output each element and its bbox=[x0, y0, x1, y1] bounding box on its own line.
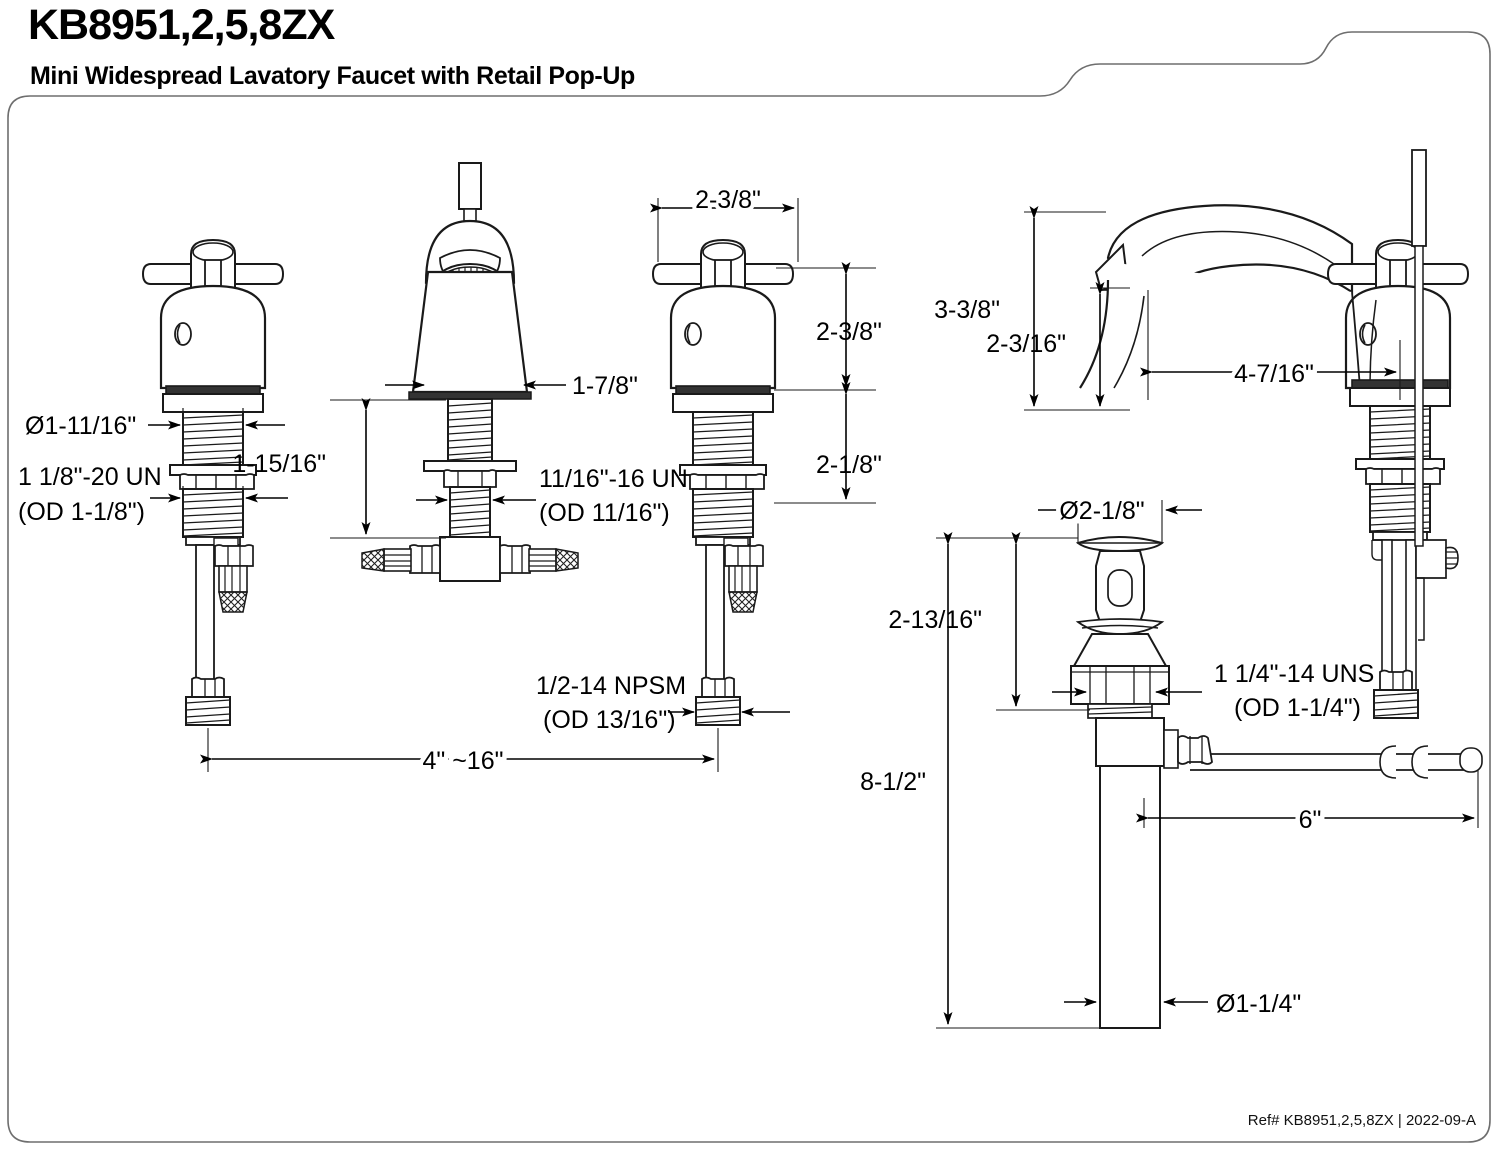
dim-spout-height: 2-3/16" bbox=[986, 282, 1130, 411]
dim-popup-upper-height: 2-13/16" bbox=[888, 532, 1090, 711]
dim-spout-thread: 11/16"-16 UN (OD 11/16") bbox=[416, 465, 688, 527]
dim-popup-thread: 1 1/4"-14 UNS (OD 1-1/4") bbox=[1052, 660, 1374, 722]
dim-text-spout-height: 2-3/16" bbox=[986, 330, 1066, 358]
dim-text-spout-thread: 11/16"-16 UN bbox=[539, 465, 688, 493]
dim-text-tailpiece-diameter: Ø1-1/4" bbox=[1216, 990, 1301, 1018]
dim-text-stopper-diameter: Ø2-1/8" bbox=[1059, 497, 1144, 525]
dim-handle-height: 2-3/8" bbox=[774, 262, 882, 391]
dim-shank-height: 2-1/8" bbox=[774, 382, 882, 504]
dim-stopper-diameter: Ø2-1/8" bbox=[1038, 493, 1202, 544]
right-handle-assembly bbox=[652, 239, 794, 726]
dim-text-spout-reach: 4-7/16" bbox=[1234, 360, 1314, 388]
dim-text-lift-rod-length: 6" bbox=[1299, 806, 1322, 834]
dim-popup-overall-height: 8-1/2" bbox=[860, 532, 1100, 1029]
center-spout-assembly bbox=[361, 162, 579, 582]
dim-overall-height: 3-3/8" bbox=[934, 206, 1110, 411]
dim-lift-rod-length: 6" bbox=[1136, 770, 1479, 839]
dim-tailpiece-diameter: Ø1-1/4" bbox=[1064, 990, 1301, 1018]
page-border bbox=[7, 31, 1491, 1143]
dim-text-handle-thread-od: (OD 1-1/8") bbox=[18, 498, 145, 526]
dim-handle-shank-diameter: Ø1-11/16" bbox=[25, 408, 285, 440]
dim-spout-reach: 4-7/16" bbox=[1140, 290, 1401, 400]
dim-text-center-spread: 4" ~16" bbox=[422, 747, 503, 775]
page-title: KB8951,2,5,8ZX bbox=[28, 1, 335, 49]
dim-spout-base-width: 1-7/8" bbox=[385, 372, 638, 400]
dim-text-handle-shank-diameter: Ø1-11/16" bbox=[25, 412, 136, 440]
dim-handle-width: 2-3/8" bbox=[650, 182, 799, 262]
popup-drain-assembly bbox=[1070, 536, 1213, 1029]
dim-text-supply-thread: 1/2-14 NPSM bbox=[536, 672, 686, 700]
dim-text-shank-height: 2-1/8" bbox=[816, 451, 882, 479]
dim-supply-thread: 1/2-14 NPSM (OD 13/16") bbox=[536, 672, 790, 734]
dim-text-overall-height: 3-3/8" bbox=[934, 296, 1000, 324]
dim-text-spout-base-width: 1-7/8" bbox=[572, 372, 638, 400]
dim-text-popup-thread: 1 1/4"-14 UNS bbox=[1214, 660, 1374, 688]
side-view-assembly bbox=[1079, 149, 1483, 779]
dim-text-spout-shank-length: 1-15/16" bbox=[232, 450, 326, 478]
dim-center-spread: 4" ~16" bbox=[200, 728, 719, 780]
dim-text-popup-overall-height: 8-1/2" bbox=[860, 768, 926, 796]
dim-handle-thread: 1 1/8"-20 UN (OD 1-1/8") bbox=[18, 463, 288, 526]
dim-spout-shank-length: 1-15/16" bbox=[232, 398, 446, 539]
dim-text-handle-height: 2-3/8" bbox=[816, 318, 882, 346]
dim-text-spout-thread-od: (OD 11/16") bbox=[539, 499, 670, 527]
reference-footer: Ref# KB8951,2,5,8ZX | 2022-09-A bbox=[1247, 1112, 1476, 1129]
dim-text-handle-thread: 1 1/8"-20 UN bbox=[18, 463, 162, 491]
left-handle-assembly bbox=[142, 239, 284, 726]
dim-text-popup-thread-od: (OD 1-1/4") bbox=[1234, 694, 1361, 722]
dim-text-handle-width: 2-3/8" bbox=[695, 186, 761, 214]
dim-text-supply-thread-od: (OD 13/16") bbox=[543, 706, 676, 734]
page-subtitle: Mini Widespread Lavatory Faucet with Ret… bbox=[30, 62, 635, 90]
dim-text-popup-upper-height: 2-13/16" bbox=[888, 606, 982, 634]
